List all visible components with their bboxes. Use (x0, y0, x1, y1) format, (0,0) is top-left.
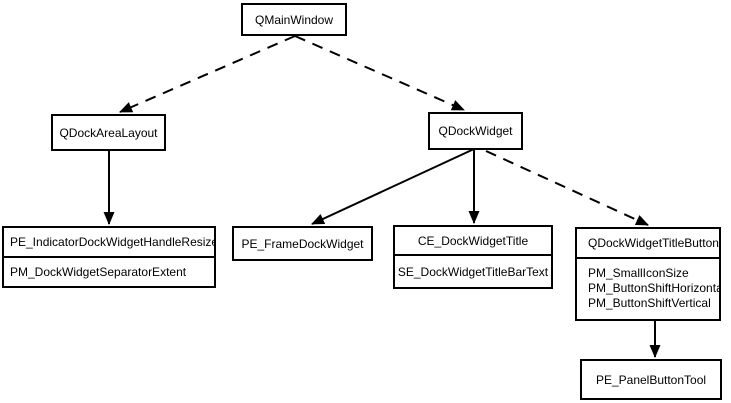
edge-qdockwidget-titlebutton (485, 150, 649, 226)
pixel-metric-row: PM_DockWidgetSeparatorExtent (4, 256, 214, 286)
node-qdockarealayout: QDockAreaLayout (51, 114, 166, 151)
node-qmainwindow: QMainWindow (241, 3, 347, 36)
node-dock-separator: PE_IndicatorDockWidgetHandleResize PM_Do… (2, 226, 216, 288)
node-label: QMainWindow (254, 12, 334, 27)
enum-label: PE_IndicatorDockWidgetHandleResize (10, 235, 214, 249)
enum-label: PM_ButtonShiftHorizontal (588, 280, 719, 295)
enum-label: CE_DockWidgetTitle (417, 233, 529, 248)
node-label: QDockWidget (438, 124, 513, 138)
edge-qmainwindow-qdockwidget (294, 35, 465, 111)
node-label: QDockAreaLayout (59, 125, 158, 140)
enum-label: PE_FrameDockWidget (241, 236, 364, 251)
control-element-row: CE_DockWidgetTitle (395, 227, 551, 254)
primitive-element-row: PE_IndicatorDockWidgetHandleResize (4, 228, 214, 256)
node-dock-title: CE_DockWidgetTitle SE_DockWidgetTitleBar… (393, 225, 553, 289)
enum-label: PM_ButtonShiftVertical (588, 295, 711, 310)
node-qdockwidget: QDockWidget (428, 112, 523, 150)
node-frame-dock-widget: PE_FrameDockWidget (232, 226, 373, 261)
style-element-row: SE_DockWidgetTitleBarText (395, 254, 551, 287)
edge-qmainwindow-qdockarealayout (119, 35, 296, 113)
edge-qdockwidget-framedockwidget (311, 148, 475, 225)
pixel-metric-list: PM_SmallIconSize PM_ButtonShiftHorizonta… (577, 257, 719, 317)
node-panel-button-tool: PE_PanelButtonTool (580, 359, 722, 400)
node-label: QDockWidgetTitleButton (588, 236, 719, 250)
enum-label: PE_PanelButtonTool (595, 372, 707, 387)
enum-label: SE_DockWidgetTitleBarText (397, 264, 549, 279)
node-title-button: QDockWidgetTitleButton PM_SmallIconSize … (575, 227, 721, 321)
class-title-row: QDockWidgetTitleButton (577, 229, 719, 257)
enum-label: PM_DockWidgetSeparatorExtent (10, 265, 187, 279)
enum-label: PM_SmallIconSize (588, 265, 689, 280)
